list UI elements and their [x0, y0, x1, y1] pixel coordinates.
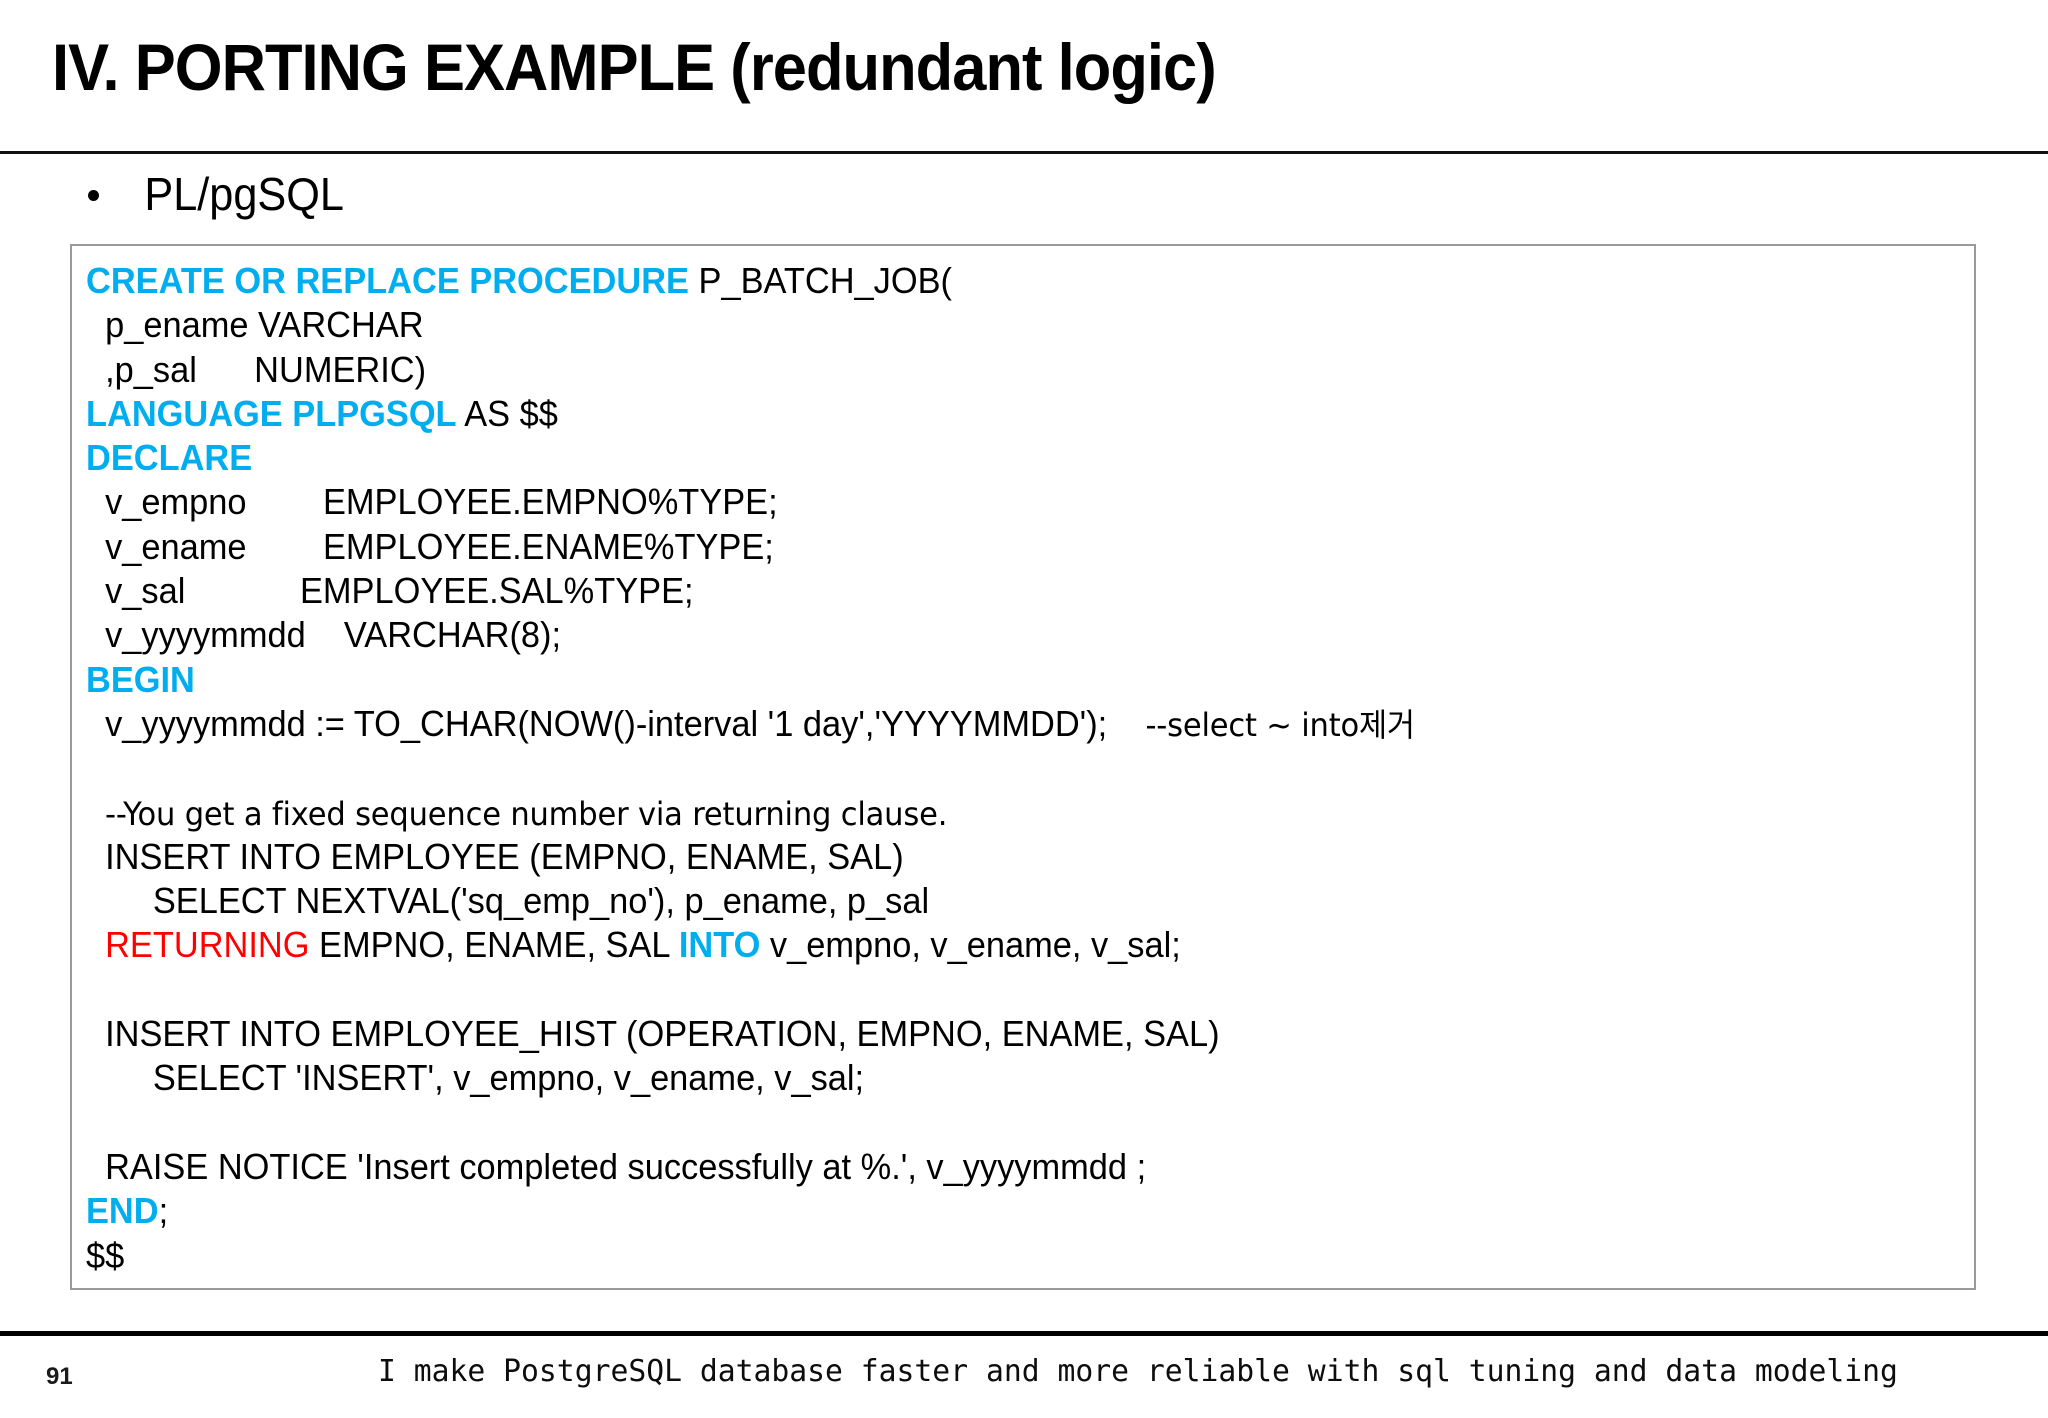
footer-divider: [0, 1331, 2048, 1336]
code-token-plain: ;: [158, 1190, 169, 1232]
code-token-plain: $$: [86, 1234, 125, 1276]
code-token-comment: --select ~ into제거: [1145, 705, 1415, 744]
bullet-item-label: PL/pgSQL: [144, 168, 344, 220]
code-token-plain: v_empno, v_ename, v_sal;: [760, 924, 1181, 966]
code-token-plain: v_yyyymmdd := TO_CHAR(NOW()-interval '1 …: [86, 702, 1146, 744]
code-token-keyword: CREATE OR REPLACE PROCEDURE: [86, 260, 689, 301]
code-token-keyword: LANGUAGE PLPGSQL: [86, 392, 457, 434]
code-line: INSERT INTO EMPLOYEE_HIST (OPERATION, EM…: [86, 1012, 1885, 1056]
bullet-item-plpgsql: PL/pgSQL: [88, 168, 350, 220]
code-token-plain: EMPNO, ENAME, SAL: [309, 924, 679, 966]
code-line: END;: [86, 1189, 1885, 1233]
code-line: ,p_sal NUMERIC): [86, 348, 1885, 392]
code-token-plain: v_sal EMPLOYEE.SAL%TYPE;: [86, 570, 694, 612]
code-line: v_ename EMPLOYEE.ENAME%TYPE;: [86, 525, 1885, 569]
code-token-keyword: BEGIN: [86, 658, 195, 700]
code-line: p_ename VARCHAR: [86, 303, 1885, 347]
code-token-plain: p_ename VARCHAR: [86, 304, 424, 346]
code-line: LANGUAGE PLPGSQL AS $$: [86, 392, 1885, 436]
code-line: v_yyyymmdd VARCHAR(8);: [86, 613, 1885, 657]
code-token-plain: INSERT INTO EMPLOYEE (EMPNO, ENAME, SAL): [86, 835, 904, 877]
code-line: v_empno EMPLOYEE.EMPNO%TYPE;: [86, 480, 1885, 524]
code-token-plain: v_ename EMPLOYEE.ENAME%TYPE;: [86, 525, 774, 567]
code-token-plain: AS $$: [456, 392, 558, 434]
code-line: BEGIN: [86, 658, 1885, 702]
code-line: DECLARE: [86, 436, 1885, 480]
code-token-plain: v_yyyymmdd VARCHAR(8);: [86, 614, 562, 656]
code-token-plain: SELECT NEXTVAL('sq_emp_no'), p_ename, p_…: [86, 880, 930, 922]
code-token-returning: RETURNING: [86, 924, 310, 966]
code-line: v_sal EMPLOYEE.SAL%TYPE;: [86, 569, 1885, 613]
code-token-plain: v_empno EMPLOYEE.EMPNO%TYPE;: [86, 481, 778, 523]
code-token-plain: ,p_sal NUMERIC): [86, 348, 427, 390]
code-block-container: CREATE OR REPLACE PROCEDURE P_BATCH_JOB(…: [70, 244, 1976, 1290]
code-token-plain: INSERT INTO EMPLOYEE_HIST (OPERATION, EM…: [86, 1013, 1220, 1055]
code-token-keyword: END: [86, 1190, 159, 1232]
code-line: RETURNING EMPNO, ENAME, SAL INTO v_empno…: [86, 923, 1885, 967]
code-line: $$: [86, 1234, 1885, 1278]
code-token-plain: SELECT 'INSERT', v_empno, v_ename, v_sal…: [86, 1057, 865, 1099]
code-line: [86, 1101, 1885, 1145]
code-line: RAISE NOTICE 'Insert completed successfu…: [86, 1145, 1885, 1189]
code-line: [86, 746, 1885, 790]
code-token-plain: RAISE NOTICE 'Insert completed successfu…: [86, 1145, 1147, 1187]
code-line: CREATE OR REPLACE PROCEDURE P_BATCH_JOB(: [86, 259, 1885, 303]
bullet-dot-icon: [88, 190, 99, 201]
code-line: SELECT NEXTVAL('sq_emp_no'), p_ename, p_…: [86, 879, 1885, 923]
title-divider: [0, 151, 2048, 154]
code-line: INSERT INTO EMPLOYEE (EMPNO, ENAME, SAL): [86, 835, 1885, 879]
footer-tagline: I make PostgreSQL database faster and mo…: [378, 1354, 1898, 1389]
code-token-keyword: INTO: [678, 924, 761, 966]
code-line: --You get a fixed sequence number via re…: [86, 791, 1885, 835]
code-token-keyword: DECLARE: [86, 437, 253, 479]
code-line: v_yyyymmdd := TO_CHAR(NOW()-interval '1 …: [86, 702, 1885, 746]
code-token-comment: --You get a fixed sequence number via re…: [86, 794, 948, 833]
code-listing: CREATE OR REPLACE PROCEDURE P_BATCH_JOB(…: [86, 259, 1970, 1278]
code-line: [86, 968, 1885, 1012]
code-token-plain: P_BATCH_JOB(: [688, 260, 952, 301]
page-title: IV. PORTING EXAMPLE (redundant logic): [52, 30, 1217, 104]
code-line: SELECT 'INSERT', v_empno, v_ename, v_sal…: [86, 1056, 1885, 1100]
page-number: 91: [46, 1363, 73, 1390]
